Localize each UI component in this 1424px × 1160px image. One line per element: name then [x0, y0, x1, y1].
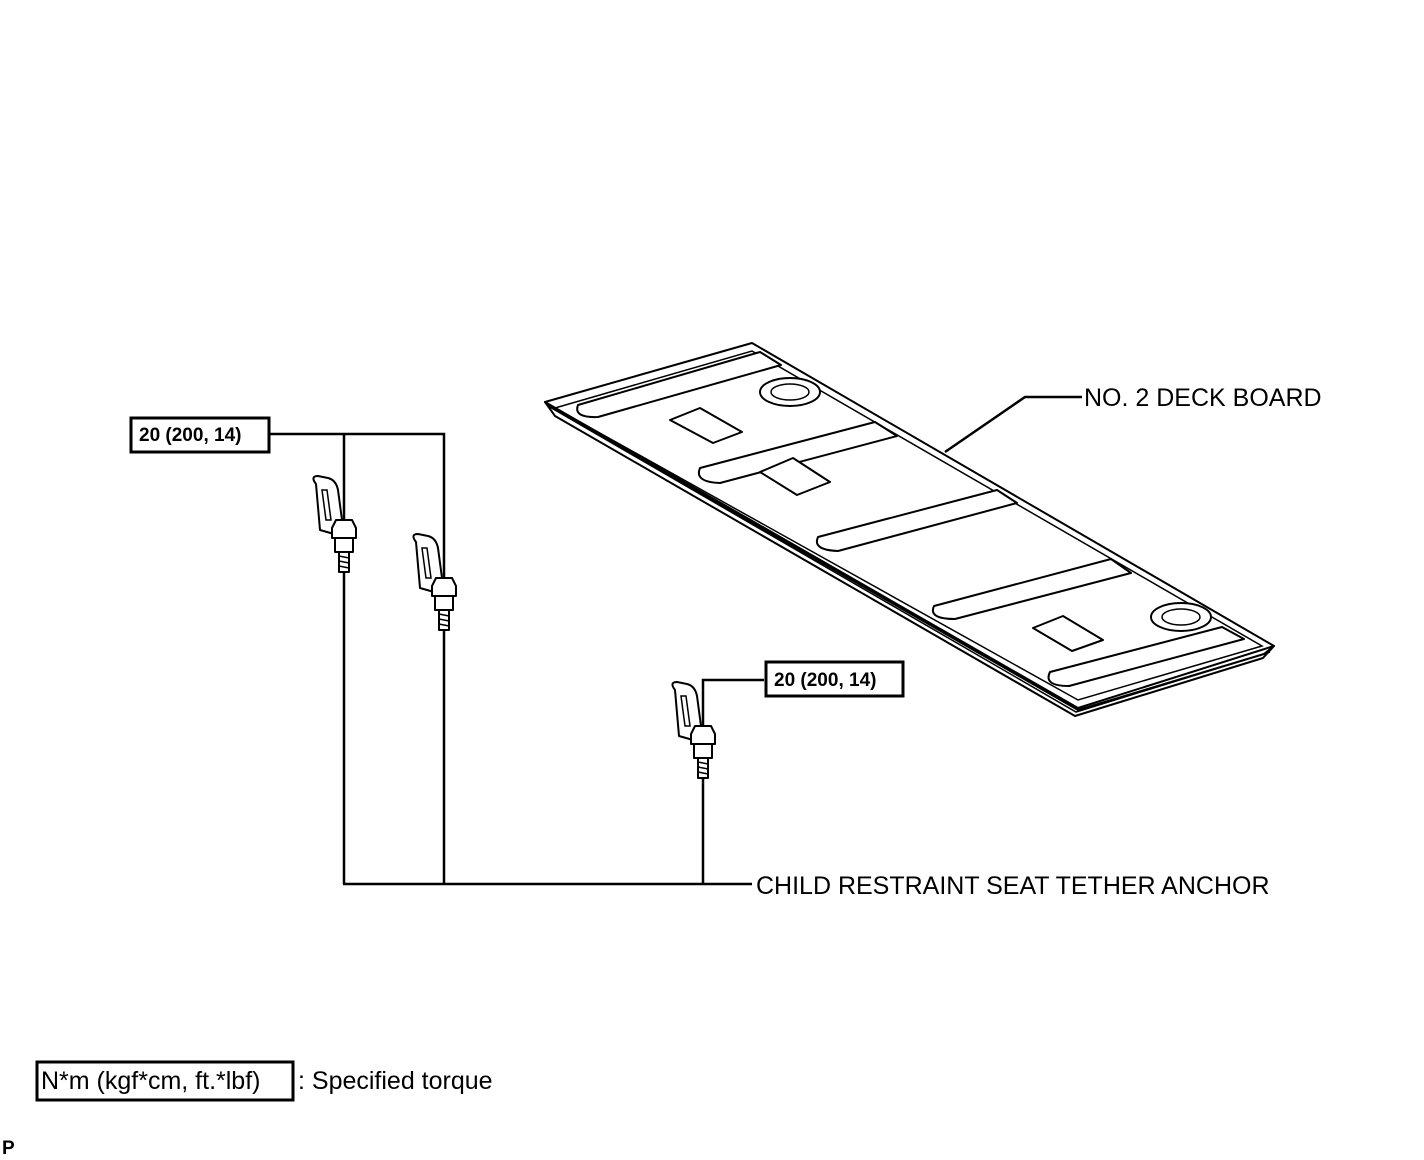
torque-leader-left — [270, 432, 446, 578]
deck-board — [544, 342, 1275, 717]
torque-box-right: 20 (200, 14) — [764, 660, 905, 698]
corner-mark: P — [2, 1138, 15, 1159]
anchor-leader — [342, 572, 752, 886]
legend: N*m (kgf*cm, ft.*lbf) : Specified torque — [35, 1060, 493, 1102]
tether-anchor-label: CHILD RESTRAINT SEAT TETHER ANCHOR — [756, 872, 1270, 900]
tether-anchor-2 — [412, 533, 457, 631]
tether-anchor-1 — [312, 475, 357, 573]
legend-unit-box: N*m (kgf*cm, ft.*lbf) — [41, 1067, 260, 1095]
torque-leader-right — [701, 678, 764, 726]
deck-board-label: NO. 2 DECK BOARD — [1084, 384, 1322, 412]
tether-anchor-3 — [671, 681, 716, 779]
torque-value-right: 20 (200, 14) — [774, 670, 876, 691]
deck-board-leader — [944, 395, 1082, 454]
torque-box-left: 20 (200, 14) — [129, 416, 271, 454]
torque-value-left: 20 (200, 14) — [139, 425, 241, 446]
legend-description: : Specified torque — [298, 1067, 493, 1095]
